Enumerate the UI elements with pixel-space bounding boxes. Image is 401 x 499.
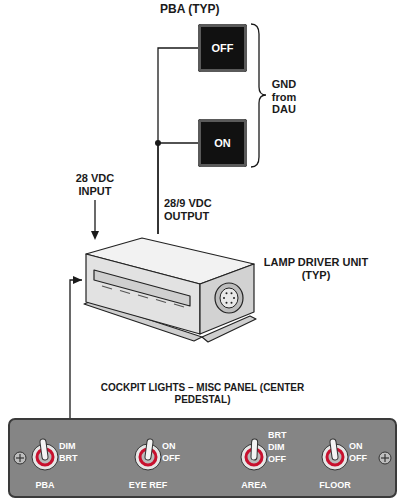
connector-pin [231, 302, 233, 304]
switch-position-label: BRT [268, 430, 298, 440]
switch-position-label: AREA [224, 480, 284, 490]
switch-position-label: DIM [59, 441, 89, 451]
unit-front [86, 254, 200, 334]
wire [70, 280, 82, 418]
switch-position-label: OFF [162, 453, 192, 463]
toggle-lever [43, 442, 45, 457]
toggle-lever [251, 442, 259, 457]
unit-title: LAMP DRIVER UNIT (TYP) [260, 256, 372, 281]
toggle-lever [43, 442, 45, 457]
unit-title: COCKPIT LIGHTS – MISC PANEL (CENTER PEDE… [50, 382, 355, 405]
switch-position-label: DIM [268, 442, 298, 452]
connector-pin [233, 297, 235, 299]
lamp-driver-unit: LAMP DRIVER UNIT (TYP) [82, 234, 258, 346]
push-button: ON [198, 119, 247, 167]
louver [138, 295, 148, 298]
toggle-lever [148, 442, 150, 457]
junction-dot [155, 140, 161, 146]
control-panel: COCKPIT LIGHTS – MISC PANEL (CENTER PEDE… [8, 418, 397, 498]
annotation: PBA (TYP) [160, 3, 250, 17]
toggle-lever [333, 442, 335, 457]
connector-pin [231, 292, 233, 294]
bracket [251, 24, 266, 167]
button-legend: ON [214, 137, 231, 150]
switch-position-label: OFF [268, 454, 298, 464]
panel-screw [14, 452, 26, 464]
lamp-illustration [82, 234, 258, 346]
switch-position-label: ON [349, 441, 379, 451]
annotation: GND from DAU [266, 78, 302, 116]
arrow-head [73, 276, 82, 284]
panel-screw [379, 452, 391, 464]
louver [156, 300, 166, 303]
switch-position-label: ON [162, 441, 192, 451]
push-button: OFF [198, 24, 247, 72]
switch-position-label: EYE REF [113, 480, 183, 490]
switch-position-label: FLOOR [305, 480, 365, 490]
connector-pin [226, 302, 228, 304]
annotation: 28/9 VDC OUTPUT [164, 197, 230, 222]
input-wire [94, 200, 95, 232]
button-legend: OFF [212, 42, 234, 55]
unit-side [200, 264, 254, 334]
connector-shell [215, 283, 243, 313]
connector-pin [226, 292, 228, 294]
switch-position-label: BRT [59, 453, 89, 463]
annotation: 28 VDC INPUT [66, 172, 124, 197]
switch-position-label: PBA [20, 480, 70, 490]
louver [174, 304, 184, 307]
louver [120, 291, 130, 294]
toggle-lever [148, 442, 150, 457]
screw-slot [384, 454, 385, 462]
switch-position-label: OFF [349, 453, 379, 463]
toggle-lever [252, 442, 258, 457]
toggle-lever [333, 442, 335, 457]
louver [102, 286, 112, 289]
connector-face [220, 288, 238, 308]
label-strip [94, 270, 190, 306]
arrow-head [91, 231, 99, 240]
connector-pin [223, 297, 225, 299]
screw-slot [19, 454, 20, 462]
